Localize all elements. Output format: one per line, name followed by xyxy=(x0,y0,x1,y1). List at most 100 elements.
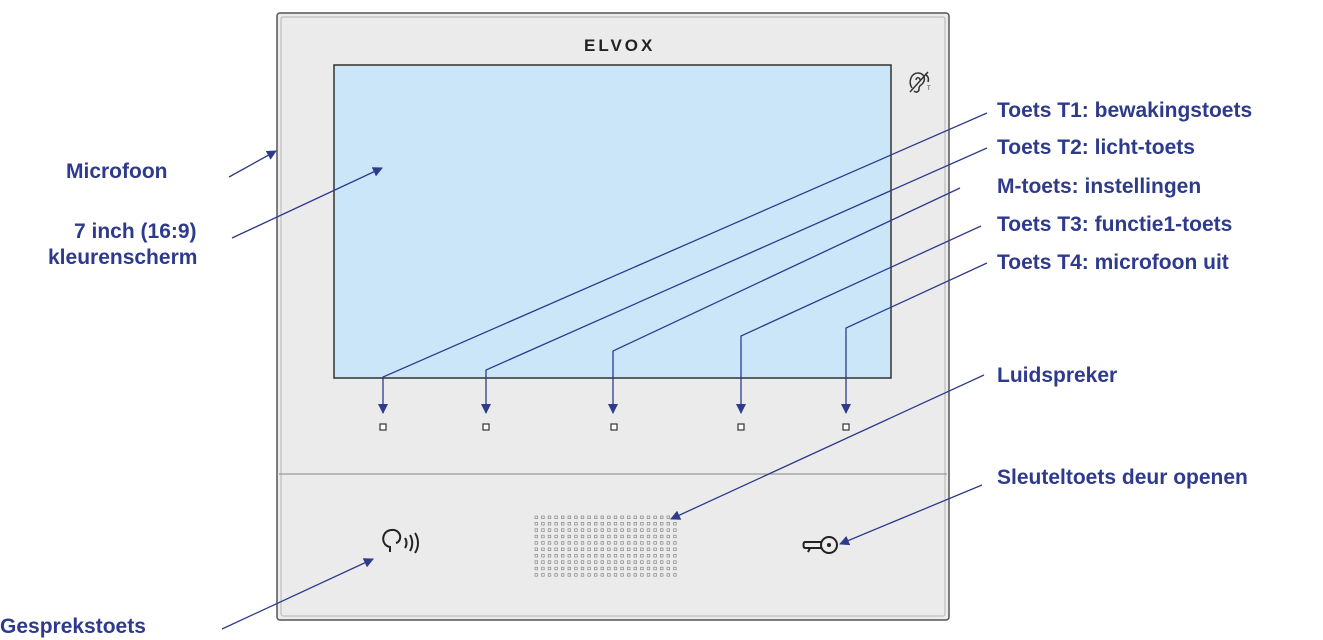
grille-hole xyxy=(633,566,637,571)
grille-hole xyxy=(673,534,677,539)
label-screen-line2: kleurenscherm xyxy=(48,246,198,269)
grille-hole xyxy=(547,560,552,564)
grille-hole xyxy=(534,522,538,526)
grille-hole xyxy=(567,534,571,539)
grille-hole xyxy=(534,541,538,545)
button-t1[interactable] xyxy=(379,423,387,431)
grille-hole xyxy=(580,547,585,551)
grille-hole xyxy=(554,547,558,551)
button-m[interactable] xyxy=(610,423,618,431)
grille-hole xyxy=(554,522,558,526)
arrow-m xyxy=(608,187,961,414)
grille-hole xyxy=(620,534,624,539)
arrow-t1 xyxy=(378,112,988,414)
grille-hole xyxy=(554,541,558,545)
label-t3: Toets T3: functie1-toets xyxy=(997,213,1233,236)
grille-hole xyxy=(666,573,670,577)
grille-hole xyxy=(640,547,644,551)
grille-hole xyxy=(541,547,545,551)
grille-hole xyxy=(541,560,545,564)
button-t4[interactable] xyxy=(842,423,850,431)
grille-hole xyxy=(587,541,591,545)
grille-hole xyxy=(534,534,538,539)
grille-hole xyxy=(587,560,591,564)
grille-hole xyxy=(574,573,578,577)
grille-hole xyxy=(587,515,591,519)
grille-hole xyxy=(673,522,677,526)
grille-hole xyxy=(660,566,664,571)
grille-hole xyxy=(594,534,598,539)
grille-hole xyxy=(580,534,585,539)
grille-hole xyxy=(567,515,571,519)
grille-hole xyxy=(627,522,631,526)
grille-hole xyxy=(633,522,637,526)
grille-hole xyxy=(547,566,552,571)
label-screen-line1: 7 inch (16:9) xyxy=(74,220,197,243)
label-speaker: Luidspreker xyxy=(997,364,1118,387)
grille-hole xyxy=(640,566,644,571)
grille-hole xyxy=(646,573,651,577)
label-microphone: Microfoon xyxy=(66,160,168,183)
grille-hole xyxy=(633,573,637,577)
grille-hole xyxy=(547,515,552,519)
grille-hole xyxy=(653,547,657,551)
grille-hole xyxy=(554,560,558,564)
grille-hole xyxy=(673,528,677,532)
arrow-t4 xyxy=(841,262,988,414)
grille-hole xyxy=(627,554,631,558)
grille-hole xyxy=(613,528,618,532)
grille-hole xyxy=(666,560,670,564)
grille-hole xyxy=(541,528,545,532)
grille-hole xyxy=(567,560,571,564)
grille-hole xyxy=(633,534,637,539)
grille-hole xyxy=(554,534,558,539)
grille-hole xyxy=(587,534,591,539)
grille-hole xyxy=(567,541,571,545)
grille-hole xyxy=(541,522,545,526)
grille-hole xyxy=(673,547,677,551)
grille-hole xyxy=(653,554,657,558)
grille-hole xyxy=(666,554,670,558)
grille-hole xyxy=(627,573,631,577)
grille-hole xyxy=(646,534,651,539)
grille-hole xyxy=(660,573,664,577)
grille-hole xyxy=(600,522,604,526)
grille-hole xyxy=(653,560,657,564)
grille-hole xyxy=(594,547,598,551)
grille-hole xyxy=(640,541,644,545)
grille-hole xyxy=(554,528,558,532)
grille-hole xyxy=(640,528,644,532)
button-t3[interactable] xyxy=(737,423,745,431)
grille-hole xyxy=(574,547,578,551)
grille-hole xyxy=(580,566,585,571)
grille-hole xyxy=(666,528,670,532)
grille-hole xyxy=(653,566,657,571)
grille-hole xyxy=(640,573,644,577)
grille-hole xyxy=(561,541,565,545)
grille-hole xyxy=(561,515,565,519)
grille-hole xyxy=(600,573,604,577)
grille-hole xyxy=(547,554,552,558)
grille-hole xyxy=(620,573,624,577)
grille-hole xyxy=(534,560,538,564)
grille-hole xyxy=(561,554,565,558)
grille-hole xyxy=(660,522,664,526)
grille-hole xyxy=(633,541,637,545)
grille-hole xyxy=(633,560,637,564)
button-t2[interactable] xyxy=(482,423,490,431)
grille-hole xyxy=(580,522,585,526)
arrow-door-key xyxy=(839,484,983,546)
grille-hole xyxy=(547,573,552,577)
grille-hole xyxy=(580,528,585,532)
talk-icon[interactable] xyxy=(382,528,419,554)
grille-hole xyxy=(534,554,538,558)
grille-hole xyxy=(607,534,611,539)
grille-hole xyxy=(607,573,611,577)
grille-hole xyxy=(534,566,538,571)
grille-hole xyxy=(567,547,571,551)
grille-hole xyxy=(594,528,598,532)
grille-hole xyxy=(633,515,637,519)
grille-hole xyxy=(600,534,604,539)
key-icon[interactable] xyxy=(802,536,838,554)
grille-hole xyxy=(561,566,565,571)
